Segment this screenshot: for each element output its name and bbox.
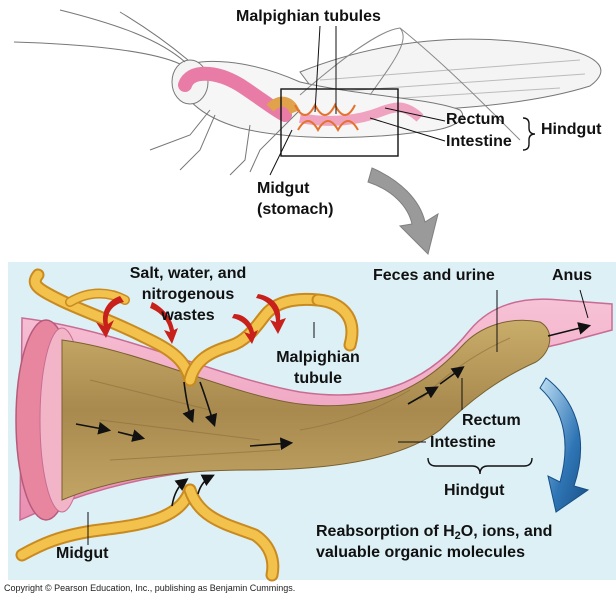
hindgut-bracket-top — [522, 117, 536, 151]
red-arrow-2 — [150, 302, 178, 344]
label-anus: Anus — [552, 267, 592, 284]
label-reabsorption-2: valuable organic molecules — [316, 544, 525, 561]
gut-content — [61, 319, 551, 501]
label-intestine-top: Intestine — [446, 133, 512, 150]
red-arrow-3 — [256, 294, 286, 334]
label-midgut-stomach: (stomach) — [257, 201, 334, 218]
top-leader-lines — [269, 25, 446, 176]
reabs-subscript: 2 — [454, 530, 461, 542]
malpighian-tubules-lower — [15, 483, 280, 582]
label-feces-urine: Feces and urine — [373, 267, 495, 284]
reabs-text-a: Reabsorption of H — [316, 523, 455, 540]
content-texture — [89, 337, 511, 461]
label-intestine-bottom: Intestine — [430, 434, 496, 451]
copyright-notice: Copyright © Pearson Education, Inc., pub… — [4, 583, 296, 593]
label-hindgut-top: Hindgut — [541, 121, 602, 138]
label-rectum-top: Rectum — [446, 111, 505, 128]
red-arrow-1 — [96, 296, 124, 338]
red-arrow-4 — [232, 314, 258, 344]
bottom-leader-lines — [87, 289, 589, 545]
label-nitrogenous: nitrogenous — [141, 286, 235, 303]
hindgut-bracket-bottom — [427, 457, 533, 475]
label-midgut-top: Midgut — [257, 180, 310, 197]
label-malpighian-tubule-2: tubule — [294, 370, 342, 387]
grasshopper-illustration — [13, 9, 602, 176]
red-arrows — [96, 294, 286, 344]
reabsorption-arrow — [539, 377, 590, 513]
label-salt-water: Salt, water, and — [129, 265, 247, 282]
reabs-text-b: O, ions, and — [460, 523, 553, 540]
label-malpighian-tubules: Malpighian tubules — [236, 8, 381, 25]
label-hindgut-bottom: Hindgut — [444, 482, 505, 499]
label-malpighian-tubule-1: Malpighian — [276, 349, 360, 366]
label-wastes: wastes — [161, 307, 215, 324]
label-reabsorption-1: Reabsorption of H2O, ions, and — [316, 523, 552, 543]
flow-arrows — [75, 322, 592, 507]
grasshopper-gut — [178, 66, 424, 133]
zoom-box — [280, 88, 399, 157]
zoom-arrow — [367, 167, 439, 255]
malpighian-tubules-upper — [28, 268, 359, 387]
label-rectum-bottom: Rectum — [462, 412, 521, 429]
label-midgut-bottom: Midgut — [56, 545, 109, 562]
